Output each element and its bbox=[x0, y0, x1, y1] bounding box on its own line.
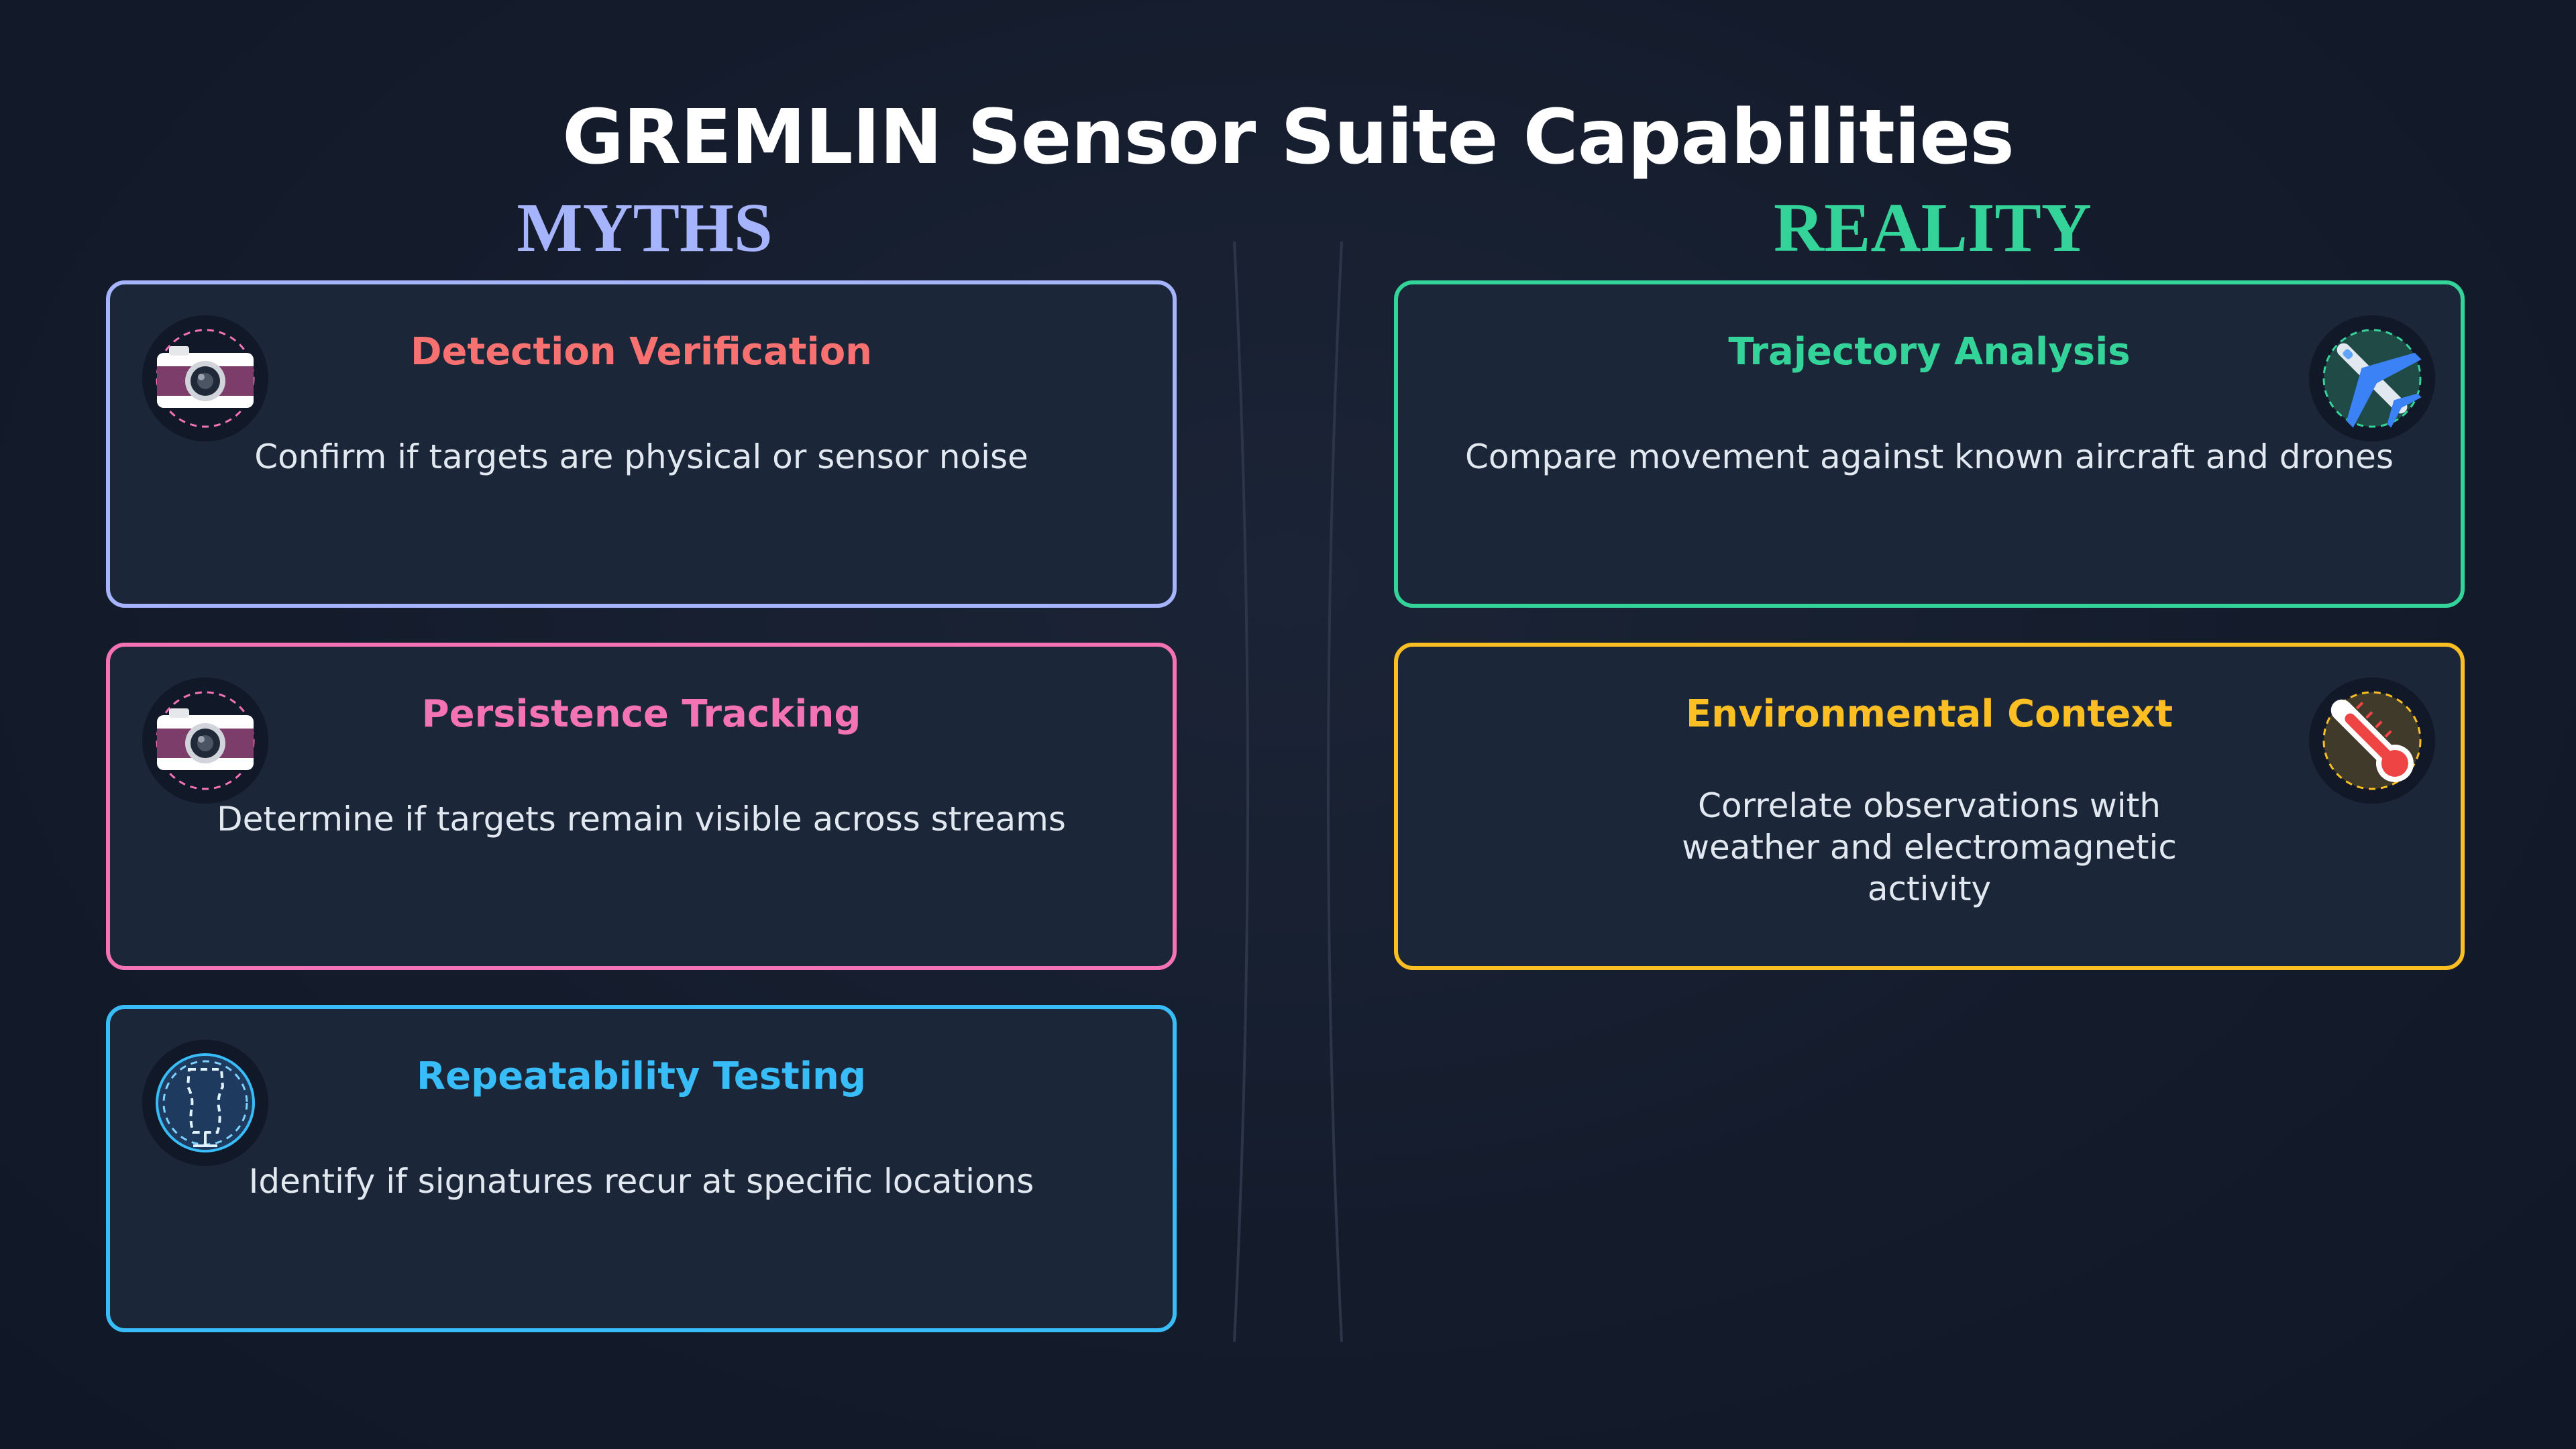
reality-card-trajectory-analysis: Trajectory Analysis Compare movement aga… bbox=[1394, 280, 2465, 608]
card-title: Environmental Context bbox=[1685, 692, 2174, 736]
myths-heading: MYTHS bbox=[517, 189, 773, 266]
card-description: Confirm if targets are physical or senso… bbox=[254, 437, 1028, 476]
card-description: Correlate observations with weather and … bbox=[1682, 786, 2177, 908]
card-description: Identify if signatures recur at specific… bbox=[248, 1162, 1034, 1201]
thermometer-icon bbox=[2309, 678, 2435, 804]
center-divider bbox=[1233, 241, 1343, 1342]
myth-card-persistence-tracking: Persistence Tracking Determine if target… bbox=[106, 643, 1177, 970]
reality-heading: REALITY bbox=[1774, 189, 2092, 266]
myth-card-repeatability-testing: Repeatability Testing Identify if signat… bbox=[106, 1005, 1177, 1332]
camera-icon bbox=[142, 678, 268, 804]
card-title: Repeatability Testing bbox=[417, 1055, 866, 1098]
card-title: Detection Verification bbox=[410, 330, 873, 374]
card-title: Persistence Tracking bbox=[421, 692, 861, 736]
card-description: Determine if targets remain visible acro… bbox=[217, 800, 1066, 839]
myth-card-detection-verification: Detection Verification Confirm if target… bbox=[106, 280, 1177, 608]
airplane-icon bbox=[2309, 315, 2435, 441]
page-title: GREMLIN Sensor Suite Capabilities bbox=[562, 94, 2015, 181]
reality-card-environmental-context: Environmental Context Correlate observat… bbox=[1394, 643, 2465, 970]
mannequin-icon bbox=[142, 1040, 268, 1166]
card-title: Trajectory Analysis bbox=[1728, 330, 2131, 374]
camera-icon bbox=[142, 315, 268, 441]
card-description: Compare movement against known aircraft … bbox=[1464, 437, 2394, 476]
